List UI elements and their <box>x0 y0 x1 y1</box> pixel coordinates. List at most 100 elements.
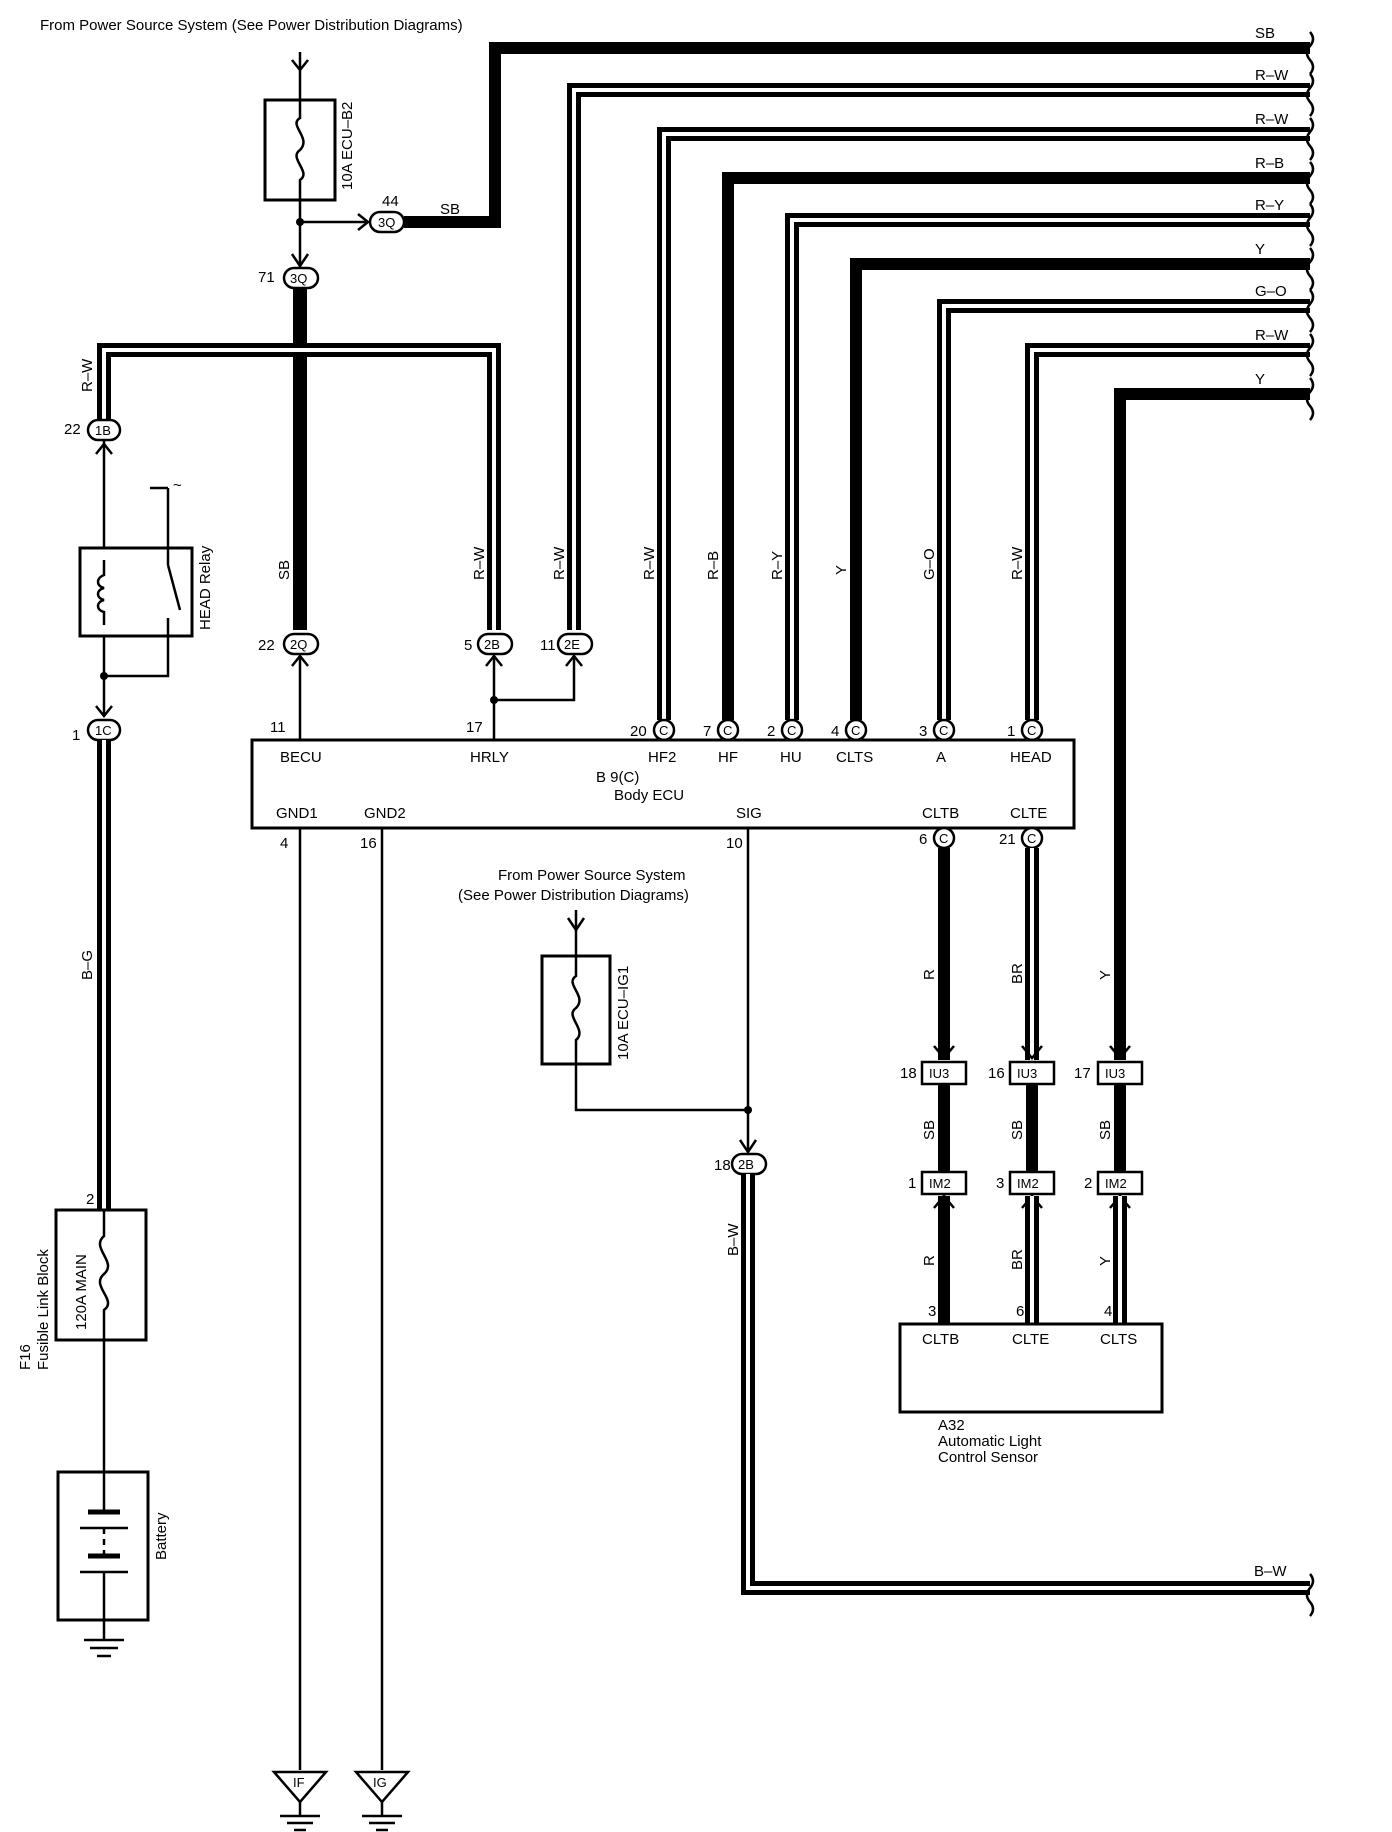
ecu-pin-gnd1: GND1 <box>276 805 318 822</box>
svg-text:C: C <box>1027 723 1036 738</box>
fusible-link-block <box>54 1208 148 1342</box>
pin-11-becu: 11 <box>270 719 286 736</box>
pin-22-1b: 22 <box>64 421 81 438</box>
pin-16-iu3: 16 <box>988 1065 1005 1082</box>
relay-coil-icon <box>96 560 106 625</box>
connector-im2-2 <box>1008 1170 1056 1196</box>
wire-color-rw-relay: R–W <box>79 358 96 392</box>
pin-18-iu3: 18 <box>900 1065 917 1082</box>
sensor-pin-cltb: CLTB <box>922 1331 959 1348</box>
wire-break-1 <box>1305 73 1315 117</box>
wire-break-marks <box>1305 31 1315 421</box>
right-wire-color-1: R–W <box>1255 67 1289 84</box>
pin-21-clte: 21 <box>999 831 1016 848</box>
pin-10-sig: 10 <box>726 835 743 852</box>
pin-6-cltb: 6 <box>919 831 927 848</box>
ground-ig: IG <box>353 1770 411 1832</box>
wire-color-sb-top: SB <box>440 201 460 218</box>
svg-text:1B: 1B <box>95 423 111 438</box>
wire-color-y-1: Y <box>1097 970 1114 980</box>
sensor-id: A32 <box>938 1417 965 1434</box>
pin-6-sensor: 6 <box>1016 1303 1024 1320</box>
right-wire-color-2: R–W <box>1255 111 1289 128</box>
svg-text:IU3: IU3 <box>929 1066 949 1081</box>
wire-color-hf: R–B <box>705 551 722 580</box>
svg-text:IM2: IM2 <box>1017 1176 1039 1191</box>
ecu-pin-clts: CLTS <box>836 749 873 766</box>
head-relay <box>78 546 194 638</box>
pin-18-2b: 18 <box>714 1157 731 1174</box>
ecu-pin-a: A <box>936 749 946 766</box>
right-wire-color-3: R–B <box>1255 155 1284 172</box>
wire-color-bg: B–G <box>79 950 96 980</box>
wire-color-br-2: BR <box>1009 1249 1026 1270</box>
sensor-name-2: Control Sensor <box>938 1449 1038 1466</box>
wire-color-hf2: R–W <box>641 546 658 580</box>
ecu-name: Body ECU <box>614 787 684 804</box>
pin-11-2e: 11 <box>540 637 556 654</box>
ecu-pin-gnd2: GND2 <box>364 805 406 822</box>
ecu-id: B 9(C) <box>596 769 639 786</box>
ecu-pin-clte: CLTE <box>1010 805 1047 822</box>
pin-71: 71 <box>258 269 275 286</box>
ecu-upper-connectors: C C C C C C <box>652 718 1044 742</box>
svg-text:C: C <box>723 723 732 738</box>
ecu-pin-hrly: HRLY <box>470 749 509 766</box>
svg-text:2B: 2B <box>738 1157 754 1172</box>
wire-color-r-2: R <box>921 1255 938 1266</box>
connector-2e <box>556 632 594 656</box>
pin-44: 44 <box>382 193 399 210</box>
svg-text:20: 20 <box>630 723 647 740</box>
right-wire-color-0: SB <box>1255 25 1275 42</box>
sensor-name-1: Automatic Light <box>938 1433 1042 1450</box>
wire-break-2 <box>1305 117 1315 161</box>
power-source-label-top: From Power Source System (See Power Dist… <box>40 17 463 34</box>
ecu-upper-pins: 20 7 2 4 3 1 <box>630 723 1015 740</box>
connector-im2-1 <box>920 1170 968 1196</box>
svg-text:1: 1 <box>1007 723 1015 740</box>
wire-color-bw-right: B–W <box>1254 1563 1287 1580</box>
svg-text:C: C <box>851 723 860 738</box>
wire-color-rw-hrly: R–W <box>471 546 488 580</box>
automatic-light-control-sensor <box>898 1322 1164 1414</box>
wire-color-a: G–O <box>921 548 938 580</box>
wire-color-bw: B–W <box>725 1223 742 1256</box>
wire-break-7 <box>1305 333 1315 377</box>
battery-label: Battery <box>153 1512 170 1560</box>
fusible-block-id: F16 <box>17 1344 34 1370</box>
pin-17-iu3: 17 <box>1074 1065 1091 1082</box>
pin-2-fusible: 2 <box>86 1191 94 1208</box>
power-source-label-mid-2: (See Power Distribution Diagrams) <box>458 887 689 904</box>
wire-color-sb-a: SB <box>921 1120 938 1140</box>
svg-text:4: 4 <box>831 723 839 740</box>
ecu-pin-sig: SIG <box>736 805 762 822</box>
svg-text:IM2: IM2 <box>929 1176 951 1191</box>
right-wire-color-6: G–O <box>1255 283 1287 300</box>
svg-text:2E: 2E <box>564 637 580 652</box>
pin-3-im2: 3 <box>996 1175 1004 1192</box>
connector-2q <box>282 632 320 656</box>
wire-break-4 <box>1305 203 1315 247</box>
right-wire-color-7: R–W <box>1255 327 1289 344</box>
wire-color-hu: R–Y <box>769 551 786 580</box>
pin-22-2q: 22 <box>258 637 275 654</box>
svg-text:IM2: IM2 <box>1105 1176 1127 1191</box>
ecu-pin-becu: BECU <box>280 749 322 766</box>
body-ecu <box>250 738 1076 830</box>
svg-text:3: 3 <box>919 723 927 740</box>
ecu-pin-hu: HU <box>780 749 802 766</box>
wire-color-y-2: Y <box>1097 1256 1114 1266</box>
wire-color-clts: Y <box>833 565 850 575</box>
pin-16-gnd2: 16 <box>360 835 377 852</box>
input-arrow-icon-mid <box>566 917 586 933</box>
pin-1-1c: 1 <box>72 727 80 744</box>
wire-break-5 <box>1305 247 1315 291</box>
wire-color-head: R–W <box>1009 546 1026 580</box>
ecu-pin-hf2: HF2 <box>648 749 676 766</box>
wire-color-br-1: BR <box>1009 963 1026 984</box>
svg-text:1C: 1C <box>95 723 112 738</box>
right-wire-color-4: R–Y <box>1255 197 1284 214</box>
fuse-main-label: 120A MAIN <box>73 1254 90 1330</box>
input-arrow-icon <box>291 59 309 73</box>
